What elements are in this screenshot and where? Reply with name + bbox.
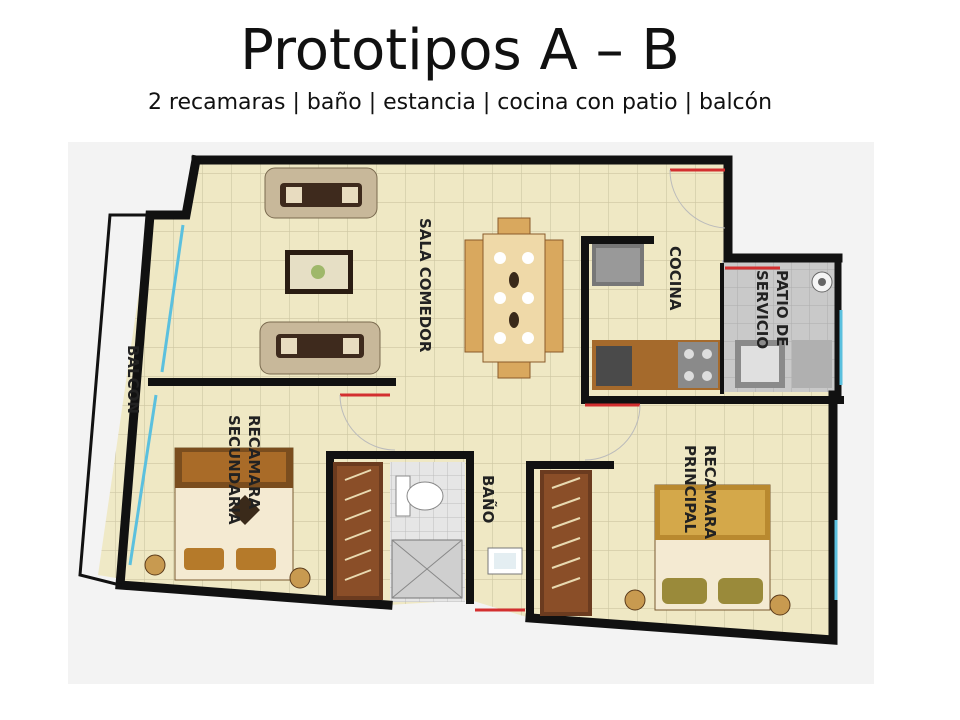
toilet <box>395 475 444 517</box>
sofa-bottom <box>259 321 381 375</box>
bed-secondary <box>144 447 311 589</box>
sofa-top <box>264 167 378 219</box>
label-cocina: COCINA <box>666 246 684 311</box>
sink <box>487 547 523 575</box>
walls <box>78 154 844 645</box>
dining-table <box>464 217 564 379</box>
refrigerator <box>592 244 644 286</box>
doors <box>339 168 780 612</box>
bed-principal <box>624 484 791 616</box>
wardrobe-secondary <box>333 462 383 600</box>
windows <box>128 224 843 600</box>
label-secundaria-line1: RECAMARA <box>245 415 263 510</box>
label-principal-line2: PRINCIPAL <box>681 445 699 533</box>
label-bano: BAÑO <box>479 475 498 523</box>
wardrobe-principal <box>540 470 592 616</box>
label-secundaria-line2: SECUNDARIA <box>225 415 243 525</box>
page-title: Prototipos A – B <box>240 18 680 83</box>
label-patio-line1: PATIO DE <box>773 270 791 347</box>
coffee-table <box>285 250 353 294</box>
page-subtitle: 2 recamaras | baño | estancia | cocina c… <box>147 90 773 115</box>
shower <box>391 539 463 599</box>
label-sala-comedor: SALA COMEDOR <box>416 218 434 353</box>
label-balcon: BALCON <box>124 345 142 414</box>
label-patio-line2: SERVICIO <box>753 270 771 349</box>
laundry <box>735 271 833 388</box>
kitchen-counter <box>592 340 720 390</box>
label-principal-line1: RECAMARA <box>701 445 719 540</box>
